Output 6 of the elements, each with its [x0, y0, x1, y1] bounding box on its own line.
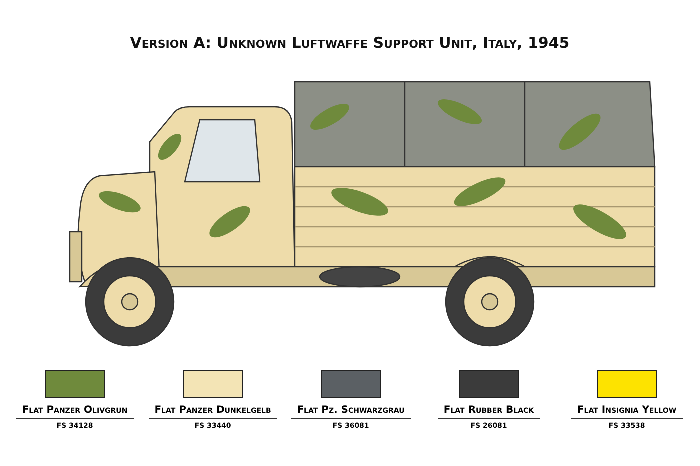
paint-name: Flat Panzer Dunkelgelb	[148, 405, 278, 419]
paint-name: Flat Rubber Black	[438, 405, 540, 419]
paint-name: Flat Insignia Yellow	[571, 405, 683, 419]
title: Version A: Unknown Luftwaffe Support Unit, Italy, 1945	[129, 34, 571, 52]
paint-name: Flat Panzer Olivgrun	[16, 405, 134, 419]
paint-name: Flat Pz. Schwarzgrau	[291, 405, 411, 419]
